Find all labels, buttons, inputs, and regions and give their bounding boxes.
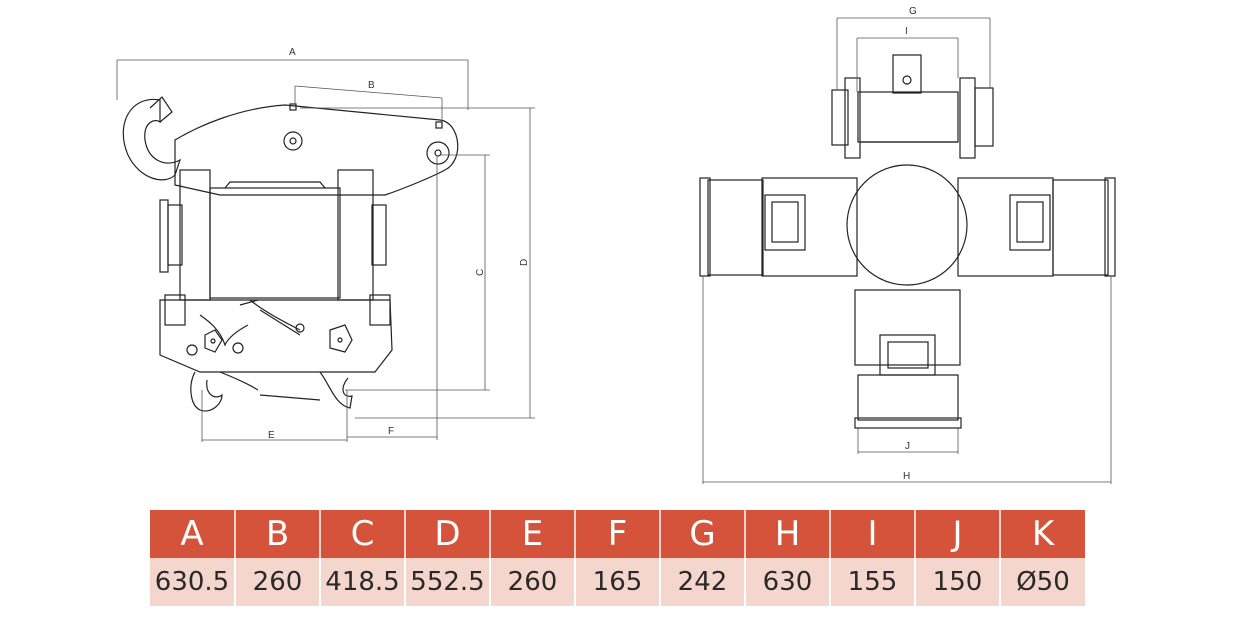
dim-label-a: A	[289, 47, 296, 58]
spec-value-b: 260	[235, 558, 321, 606]
spec-header-h: H	[745, 510, 831, 558]
dim-label-c: C	[475, 269, 486, 276]
spec-value-j: 150	[915, 558, 1001, 606]
spec-header-b: B	[235, 510, 321, 558]
spec-table: A B C D E F G H I J K 630.5 260 418.5 55…	[150, 510, 1085, 606]
spec-header-a: A	[150, 510, 236, 558]
spec-value-c: 418.5	[320, 558, 406, 606]
spec-header-i: I	[830, 510, 916, 558]
spec-value-a: 630.5	[150, 558, 236, 606]
spec-value-i: 155	[830, 558, 916, 606]
technical-drawing: A B C D E F G H I J	[116, 6, 1116, 484]
dim-label-j: J	[905, 441, 910, 452]
dim-label-h: H	[903, 471, 910, 482]
dim-label-g: G	[909, 6, 917, 17]
dim-label-d: D	[519, 259, 530, 266]
dim-label-b: B	[368, 80, 375, 91]
spec-header-row: A B C D E F G H I J K	[150, 510, 1085, 558]
dim-label-i: I	[905, 26, 908, 37]
spec-value-k: Ø50	[1000, 558, 1085, 606]
spec-header-f: F	[575, 510, 661, 558]
spec-header-k: K	[1000, 510, 1085, 558]
spec-header-d: D	[405, 510, 491, 558]
side-view	[116, 59, 535, 442]
spec-value-g: 242	[660, 558, 746, 606]
spec-value-row: 630.5 260 418.5 552.5 260 165 242 630 15…	[150, 558, 1085, 606]
spec-header-e: E	[490, 510, 576, 558]
spec-value-h: 630	[745, 558, 831, 606]
dim-label-f: F	[388, 426, 394, 437]
spec-header-j: J	[915, 510, 1001, 558]
spec-value-e: 260	[490, 558, 576, 606]
top-view	[699, 17, 1116, 484]
spec-value-d: 552.5	[405, 558, 491, 606]
spec-value-f: 165	[575, 558, 661, 606]
spec-header-c: C	[320, 510, 406, 558]
dim-label-e: E	[268, 430, 275, 441]
spec-header-g: G	[660, 510, 746, 558]
